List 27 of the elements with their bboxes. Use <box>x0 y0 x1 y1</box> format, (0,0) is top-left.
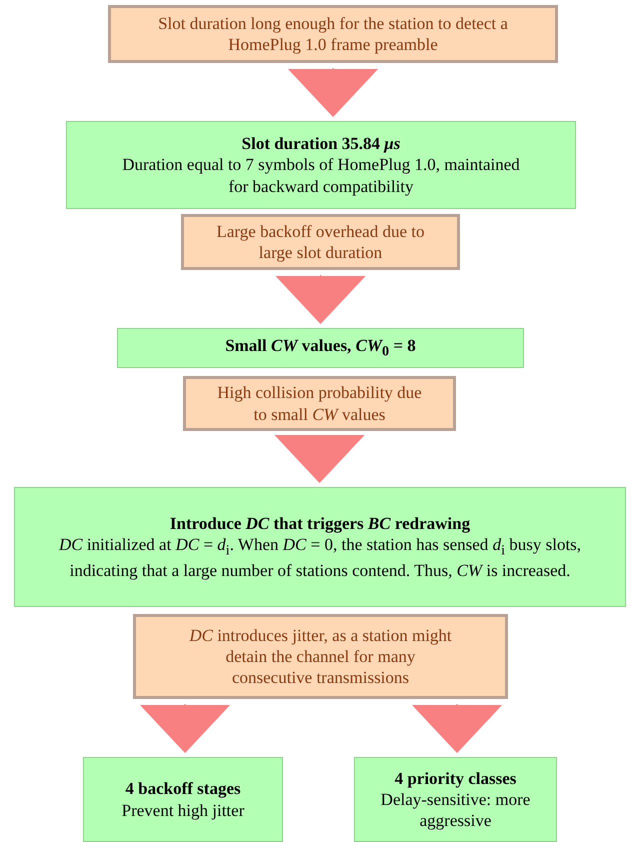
arrow <box>276 274 366 324</box>
solution-box <box>66 121 576 209</box>
body-text: Small CW values, CW$_{0}$ = 8 <box>225 334 416 362</box>
arrow <box>288 68 378 117</box>
body-text: Slot duration long enough for the station to detect a HomePlug 1.0 frame preamble <box>157 12 509 56</box>
arrow <box>412 704 502 753</box>
body-text: Large backoff overhead due to large slot duration <box>215 220 426 264</box>
body-text: High collision probability due to small CW values <box>216 382 423 425</box>
solution-box <box>14 487 626 607</box>
problem-box <box>183 376 456 431</box>
body-text: Duration equal to 7 symbols of HomePlug 1.0, maintained for backward compatibility <box>121 154 521 197</box>
heading-text: 4 backoff stages <box>125 778 241 800</box>
arrow <box>274 435 364 483</box>
solution-box <box>354 757 557 842</box>
body-text: DC initialized at DC = d$_{i}$. When DC = 0, the station has sensed d$_{i}$ busy slots, indicating that a large number of stations contend. Thus, CW is increased. <box>58 534 582 582</box>
heading-text: 4 priority classes <box>394 768 516 789</box>
body-text: DC introduces jitter, as a station might detain the channel for many consecutive transmissions <box>188 624 453 688</box>
heading-text: Slot duration 35.84 μs <box>242 133 400 154</box>
problem-box <box>133 614 508 699</box>
body-text: Delay-sensitive: more aggressive <box>380 788 532 832</box>
heading-text: Introduce DC that triggers BC redrawing <box>170 512 470 534</box>
solution-box <box>117 328 524 368</box>
solution-box <box>83 757 283 842</box>
arrow <box>140 704 230 753</box>
problem-box <box>108 5 558 63</box>
problem-box <box>181 214 460 270</box>
body-text: Prevent high jitter <box>122 800 244 821</box>
